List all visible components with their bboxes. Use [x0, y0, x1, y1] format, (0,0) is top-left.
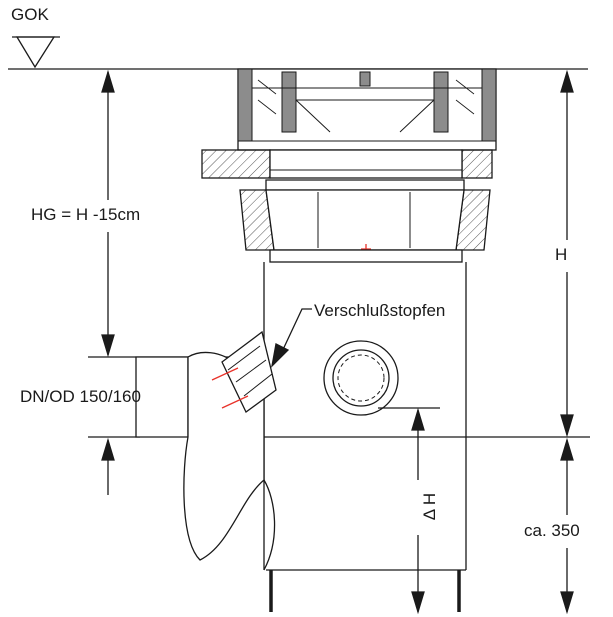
plug-leader: [270, 308, 312, 368]
bottom-clearance-label: ca. 350: [524, 521, 580, 540]
dimension-dn-od: [88, 436, 140, 495]
dimension-bottom: [190, 436, 590, 615]
pipe-size-label: DN/OD 150/160: [20, 387, 141, 406]
plug: [211, 330, 277, 413]
grate-frame: [237, 68, 497, 151]
outlet-circle: [323, 340, 399, 416]
ground-level-label: GOK: [11, 5, 49, 24]
ground-level-symbol: [12, 36, 60, 69]
total-height-label: H: [555, 245, 568, 264]
dimension-delta-h: [378, 407, 440, 615]
gully-height-label: HG = H -15cm: [31, 205, 141, 224]
upper-section: [239, 179, 491, 263]
support-ring: [201, 149, 493, 179]
delta-h-label: Δ H: [420, 492, 440, 521]
plug-label: Verschlußstopfen: [314, 301, 446, 320]
dimension-h: [560, 69, 574, 438]
main-body: [263, 262, 467, 612]
